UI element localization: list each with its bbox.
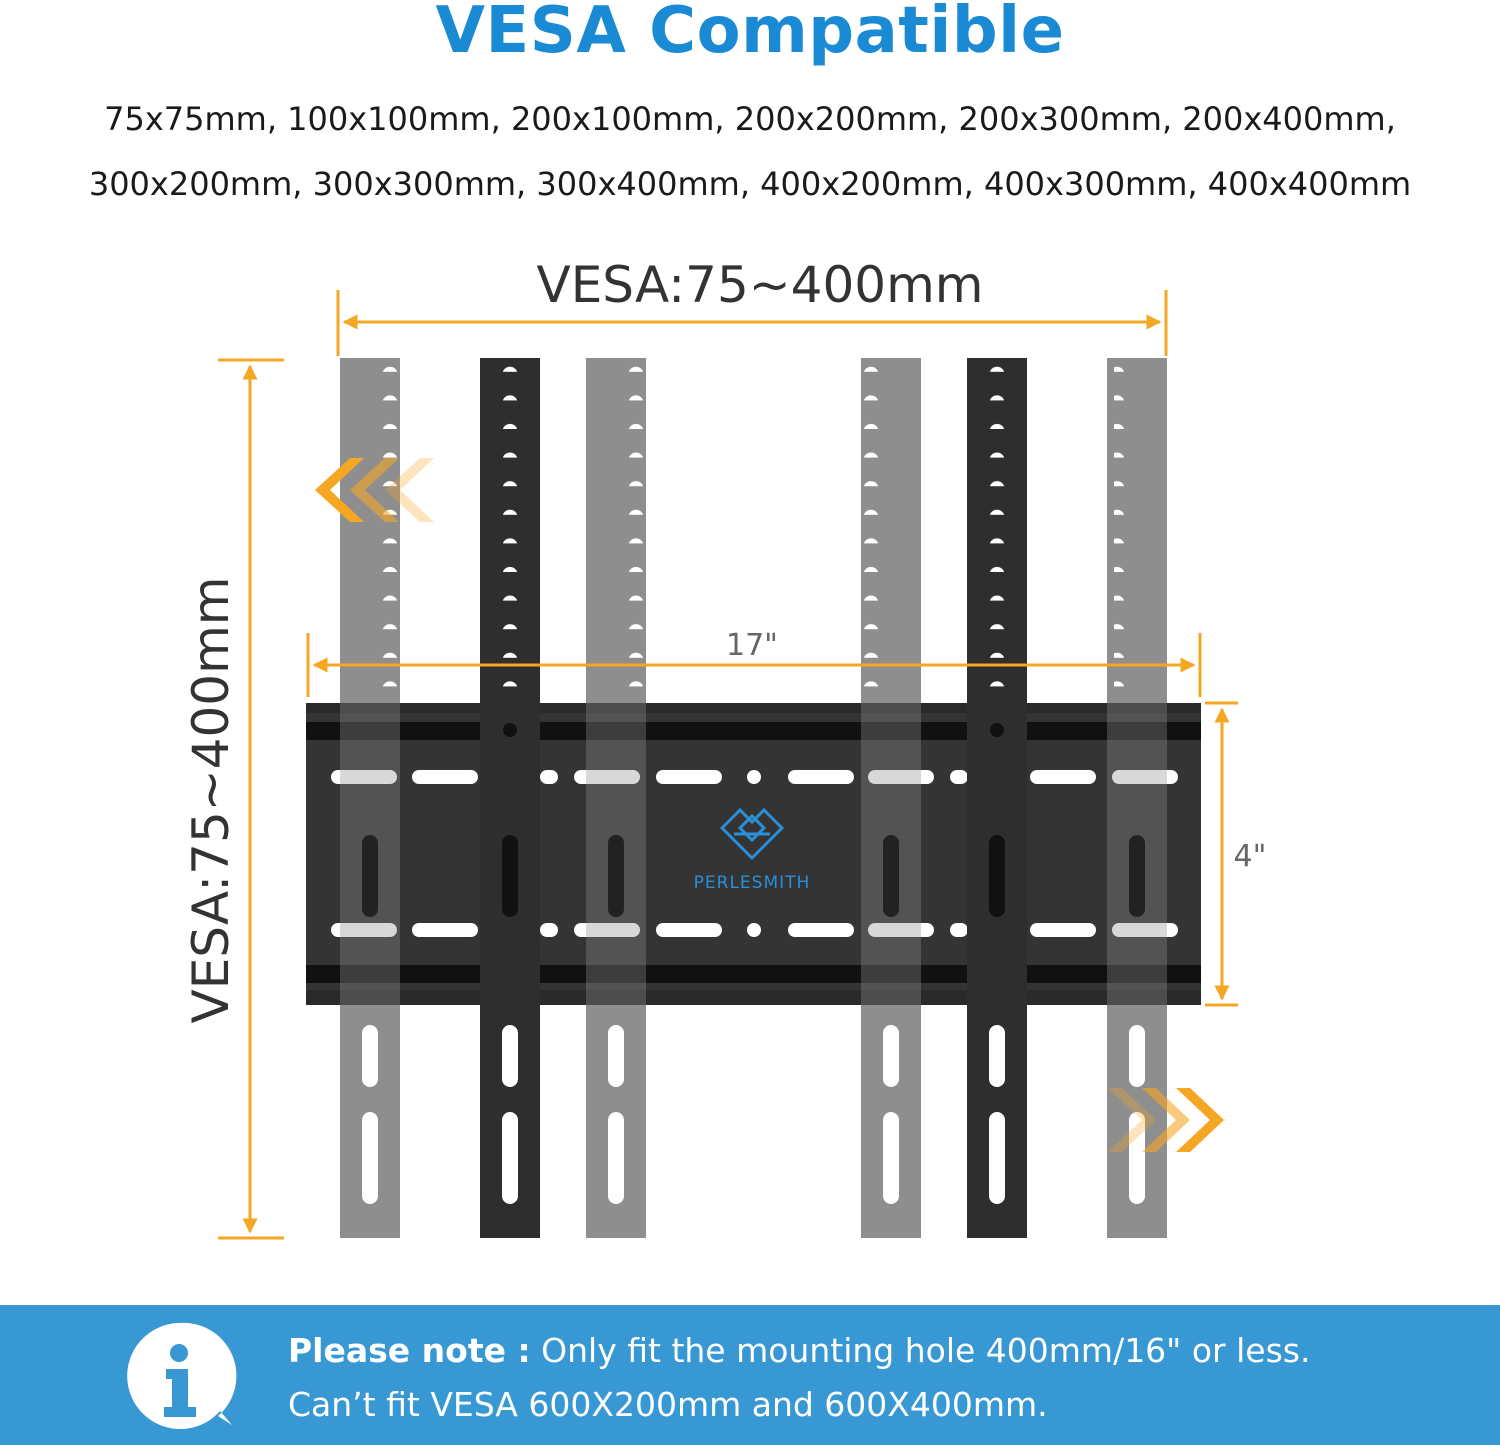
- note-line-2: Can’t fit VESA 600X200mm and 600X400mm.: [288, 1385, 1048, 1424]
- vesa-sizes-line-1: 75x75mm, 100x100mm, 200x100mm, 200x200mm…: [104, 100, 1396, 138]
- info-icon: [127, 1322, 237, 1429]
- plate-height-dimension: [1205, 701, 1238, 1007]
- plate-height-label: 4": [1234, 839, 1267, 874]
- wall-plate: [306, 703, 1201, 1005]
- plate-width-dimension: [306, 633, 1202, 697]
- note-prefix: Please note :: [288, 1331, 531, 1370]
- note-banner: Please note : Only fit the mounting hole…: [0, 1305, 1500, 1445]
- mount-diagram: VESA:75~400mm VESA:75~400mm: [182, 256, 1267, 1240]
- brand-logo-icon: [719, 807, 785, 861]
- bracket-arms-dark: [480, 358, 1034, 1238]
- bracket-arm-dark-2: [967, 358, 1034, 1238]
- note-text-1: Only fit the mounting hole 400mm/16" or …: [530, 1331, 1311, 1370]
- plate-width-label: 17": [726, 628, 778, 663]
- bracket-arm-dark-1: [480, 358, 540, 1238]
- height-label: VESA:75~400mm: [182, 577, 240, 1024]
- chevron-right-icon: [1108, 1088, 1224, 1152]
- brand-name: PERLESMITH: [694, 873, 811, 893]
- note-line-1: Please note : Only fit the mounting hole…: [288, 1331, 1310, 1370]
- height-dimension: [218, 358, 284, 1240]
- bracket-light-lower-slots: [362, 1025, 1145, 1204]
- page-title: VESA Compatible: [435, 0, 1065, 68]
- width-dimension: [336, 290, 1168, 356]
- chevron-left-icon: [315, 458, 434, 522]
- bracket-light-slots: [362, 835, 1145, 917]
- vesa-sizes-line-2: 300x200mm, 300x300mm, 300x400mm, 400x200…: [88, 165, 1412, 203]
- width-label: VESA:75~400mm: [537, 256, 984, 314]
